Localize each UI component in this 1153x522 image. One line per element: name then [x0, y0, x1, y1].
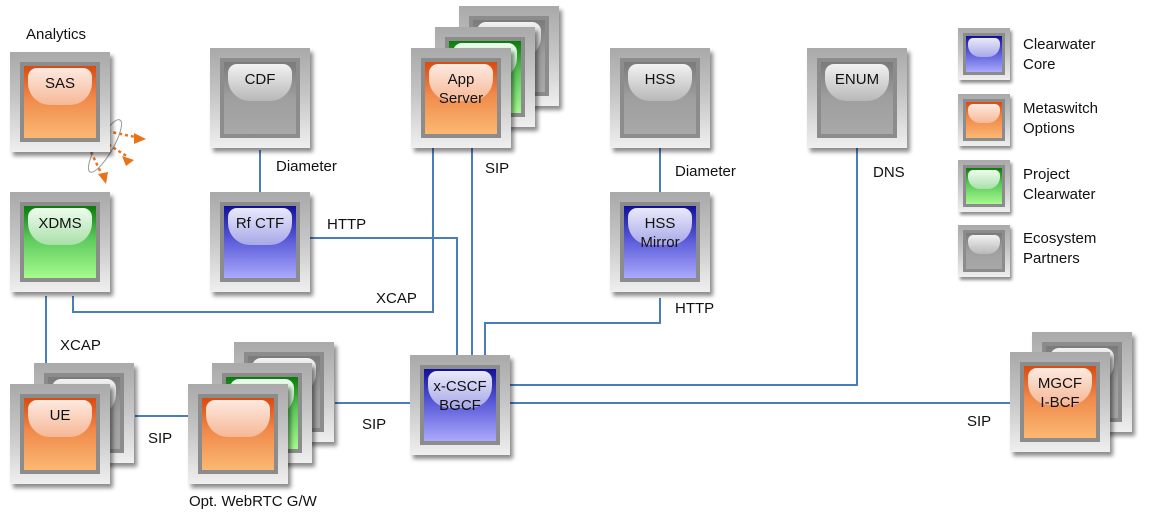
node-label: XDMS [28, 208, 92, 246]
legend-label: Core [1023, 56, 1056, 73]
legend-swatch-metaswitch [958, 94, 1010, 146]
label-cdf-diameter: Diameter [276, 158, 337, 175]
label-hss-diameter: Diameter [675, 163, 736, 180]
node-webrtc-gw[interactable] [188, 384, 288, 484]
node-label: HSS [628, 64, 692, 102]
legend-swatch-core [958, 28, 1010, 80]
node-hss[interactable]: HSS [610, 48, 710, 148]
node-xdms[interactable]: XDMS [10, 192, 110, 292]
arrowhead-icon [134, 133, 146, 144]
wire-hssmirror-xcscf-http [484, 298, 661, 355]
label-rf-http: HTTP [327, 216, 367, 233]
node-cdf[interactable]: CDF [210, 48, 310, 148]
node-enum[interactable]: ENUM [807, 48, 907, 148]
node-label: UE [28, 400, 92, 438]
legend-label: Clearwater [1023, 186, 1096, 203]
label-ue-sip: SIP [148, 430, 173, 447]
label-hssm-http: HTTP [675, 300, 715, 317]
node-label: Rf CTF [228, 208, 292, 246]
legend-label: Options [1023, 120, 1075, 137]
wire-enum-xcscf-dns [510, 148, 858, 386]
legend-label: Metaswitch [1023, 100, 1099, 117]
label-xdms-xcap: XCAP [60, 337, 101, 354]
legend-item-project: Project Clearwater [1023, 165, 1096, 205]
legend-swatch-ecosystem [958, 225, 1010, 277]
label-gw-sip: SIP [362, 416, 387, 433]
legend-item-metaswitch: Metaswitch Options [1023, 99, 1098, 139]
label-webrtc-caption: Opt. WebRTC G/W [189, 493, 317, 510]
label-mgcf-sip: SIP [967, 413, 992, 430]
legend-label: Clearwater [1023, 36, 1096, 53]
node-label [206, 400, 270, 438]
legend-label: Ecosystem [1023, 230, 1097, 247]
analytics-heading: Analytics [26, 26, 87, 43]
legend-item-core: Clearwater Core [1023, 35, 1096, 75]
legend-swatch-project [958, 160, 1010, 212]
label-enum-dns: DNS [873, 164, 905, 181]
arrowhead-icon [122, 156, 134, 166]
legend-label: Project [1023, 166, 1070, 183]
wire-rfctf-xcscf-http [308, 237, 458, 355]
wire-xdms-appserver-xcap [72, 148, 434, 313]
legend-label: Partners [1023, 250, 1080, 267]
label-as-sip: SIP [485, 160, 510, 177]
node-sas[interactable]: SAS [10, 52, 110, 152]
node-label: SAS [28, 68, 92, 106]
legend-item-ecosystem: Ecosystem Partners [1023, 229, 1096, 269]
node-label: ENUM [825, 64, 889, 102]
label-as-xcap: XCAP [376, 290, 417, 307]
node-ue[interactable]: UE [10, 384, 110, 484]
node-rf-ctf[interactable]: Rf CTF [210, 192, 310, 292]
arrowhead-icon [98, 172, 108, 184]
node-label: CDF [228, 64, 292, 102]
